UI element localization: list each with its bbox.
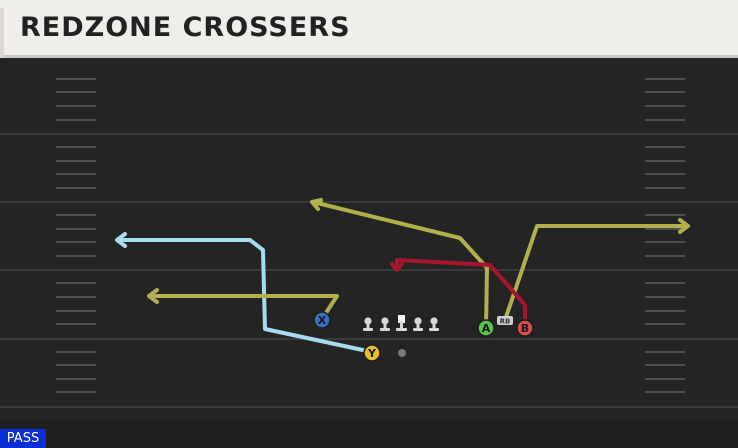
yard-line — [0, 133, 738, 135]
route-x — [148, 294, 339, 321]
routes — [115, 198, 690, 354]
route-y-arrow-icon — [115, 232, 127, 248]
center-icon — [396, 315, 407, 331]
player-x: X — [313, 311, 331, 329]
offensive-line — [363, 315, 439, 331]
player-y-label: Y — [367, 347, 377, 360]
route-rb-arrow-icon — [678, 218, 690, 234]
play-title: REDZONE CROSSERS — [20, 12, 351, 43]
route-b — [395, 258, 527, 330]
route-a — [311, 200, 489, 330]
circle-letter-icon — [363, 344, 381, 362]
player-rb: RB — [497, 316, 513, 326]
player-b: B — [516, 319, 534, 337]
rb-tag — [497, 316, 513, 325]
player-x-label: X — [318, 314, 327, 327]
circle-letter-icon — [516, 319, 534, 337]
route-x-arrow-icon — [147, 288, 159, 304]
hash-marks-right — [645, 78, 685, 393]
circle-letter-icon — [477, 319, 495, 337]
play-type-badge: PASS — [0, 429, 46, 448]
header-accent — [0, 8, 4, 58]
play-field: RB X Y A B — [0, 60, 738, 420]
yard-line — [0, 406, 738, 408]
route-rb — [503, 224, 690, 322]
player-y: Y — [363, 344, 381, 362]
hash-marks-left — [56, 78, 96, 393]
yard-line — [0, 338, 738, 340]
play-diagram: RB X Y A B — [0, 78, 738, 408]
lineman-icon — [429, 317, 439, 331]
yard-lines — [0, 133, 738, 408]
route-b-arrow-icon — [390, 262, 404, 272]
yard-line — [0, 269, 738, 271]
yard-line — [0, 201, 738, 203]
header: REDZONE CROSSERS — [0, 0, 738, 58]
field-bottom-strip — [0, 420, 738, 448]
player-a-label: A — [482, 322, 491, 335]
lineman-icon — [380, 317, 390, 331]
player-b-label: B — [521, 322, 529, 335]
lineman-icon — [363, 317, 373, 331]
route-y — [116, 238, 374, 354]
circle-letter-icon — [313, 311, 331, 329]
player-a: A — [477, 319, 495, 337]
rb-label: RB — [500, 318, 511, 326]
qb-dot-icon — [398, 349, 406, 357]
lineman-icon — [413, 317, 423, 331]
route-a-arrow-icon — [310, 198, 323, 211]
